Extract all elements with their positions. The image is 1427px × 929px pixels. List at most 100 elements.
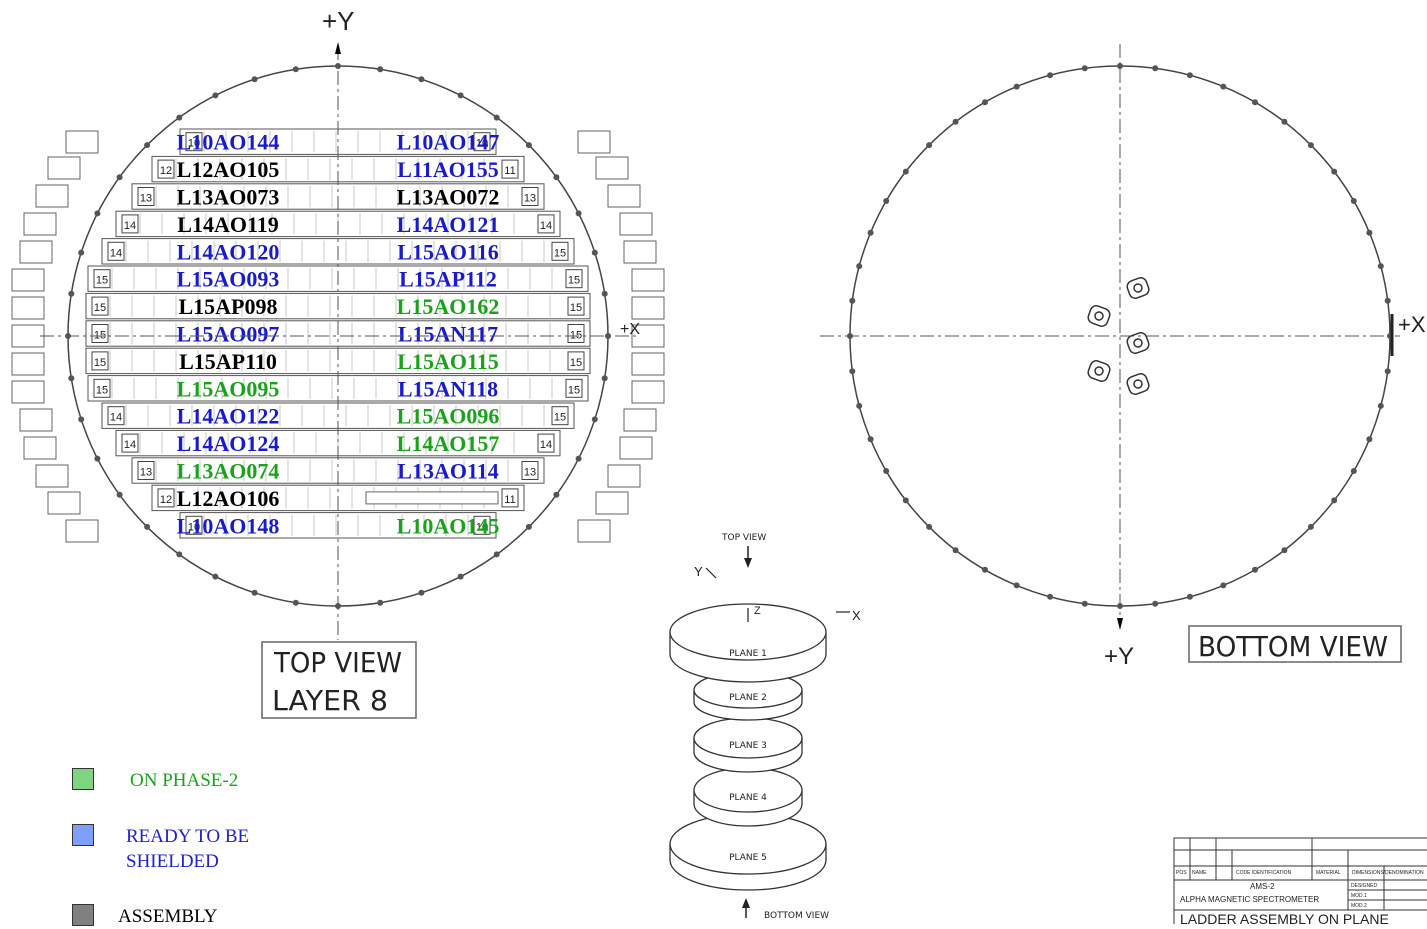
row-number-left: 15 <box>94 357 106 369</box>
bottom-view-bolt-hole <box>1384 368 1391 375</box>
bottom-view-bolt-hole <box>1220 582 1227 589</box>
row-number-right: 15 <box>570 357 582 369</box>
row-number-right: 15 <box>568 384 580 396</box>
row-number-right: 15 <box>554 412 566 424</box>
row-number-left: 14 <box>124 220 136 232</box>
plane-disc-top <box>693 767 803 813</box>
bottom-view-bolt-hole <box>1281 118 1288 125</box>
bottom-view-bolt-hole <box>883 468 890 474</box>
bottom-view-bolt-hole <box>1307 523 1314 530</box>
bottom-view-bolt-hole <box>982 566 988 573</box>
bottom-view-bolt-hole <box>1350 198 1357 204</box>
stack-bottom-view-label: BOTTOM VIEW <box>764 911 829 921</box>
sensor-stub-left <box>35 464 69 488</box>
sensor-stub-left <box>11 352 45 376</box>
row-number-box-right <box>567 324 585 343</box>
row-number-left: 12 <box>160 494 172 506</box>
top-view-bolt-hole <box>457 573 464 580</box>
ladder-label-right: L15AN118 <box>398 376 498 401</box>
legend-label-assembly: ASSEMBLY <box>118 906 218 927</box>
plane-label: PLANE 3 <box>729 741 767 751</box>
ladder-label-left: L10AO144 <box>177 130 280 155</box>
bottom-view-y-label: +Y <box>1104 643 1134 670</box>
top-view-bolt-hole <box>176 551 183 558</box>
legend-label-phase2: ON PHASE-2 <box>130 770 239 791</box>
bottom-view-bolt-hole <box>952 118 959 125</box>
sensor-stub-right <box>631 352 665 376</box>
bottom-view-bolt-hole <box>926 523 933 530</box>
stack-axis-y-line <box>705 567 717 579</box>
sensor-stub-left <box>11 324 45 348</box>
ladder-label-right: L14AO121 <box>397 212 500 237</box>
top-view-bolt-hole <box>575 210 582 217</box>
sensor-stub-left <box>47 156 81 180</box>
row-number-box-right <box>567 296 585 316</box>
top-view-bolt-hole <box>553 174 560 181</box>
row-number-right: 10 <box>476 138 488 150</box>
stack-top-view-label: TOP VIEW <box>721 533 766 543</box>
bottom-view-bolt-hole <box>1252 99 1258 106</box>
plane-disc: PLANE 1 <box>669 603 827 683</box>
ladder-label-right: L14AO157 <box>397 431 500 456</box>
row-number-right: 14 <box>540 220 552 232</box>
row-number-right: 15 <box>568 275 580 287</box>
bottom-view-bolt-hole <box>867 229 874 236</box>
bottom-view-bolt-hole <box>1281 547 1288 554</box>
legend-swatch-phase2 <box>72 768 94 790</box>
tb-pos: POS <box>1176 870 1187 876</box>
drawing-title-block <box>1173 837 1427 929</box>
row-number-box-right <box>567 351 585 371</box>
top-view-bolt-hole <box>94 455 101 462</box>
bottom-view-bolt-hole <box>952 547 959 554</box>
row-number-right: 15 <box>570 302 582 314</box>
ladder-label-right: L15AN117 <box>398 322 498 347</box>
row-number-box-right <box>565 269 583 289</box>
top-view-bolt-hole <box>292 599 299 606</box>
top-view-bolt-hole <box>493 114 500 121</box>
sensor-stub-right <box>595 156 629 180</box>
ladder-label-left: L15AO095 <box>177 376 280 401</box>
top-view-bolt-hole <box>591 416 598 423</box>
row-number-left: 15 <box>94 302 106 314</box>
sensor-stub-right <box>619 436 653 460</box>
bottom-view-bolt-hole <box>1252 566 1258 573</box>
top-view-bolt-hole <box>418 76 425 83</box>
row-number-left: 10 <box>188 521 200 533</box>
row-number-box-right <box>501 488 519 508</box>
ladder-empty-slot <box>365 491 499 505</box>
bottom-view-bolt-hole <box>1384 297 1391 304</box>
tb-code: CODE IDENTIFICATION <box>1236 870 1292 876</box>
bottom-view-y-arrow <box>1117 618 1123 630</box>
row-number-right: 13 <box>524 467 536 479</box>
top-view-caption-box <box>261 641 417 719</box>
ladder-label-left: L15AP098 <box>179 294 278 319</box>
top-view-bolt-hole <box>525 523 532 530</box>
row-number-box-left <box>121 214 139 234</box>
ladder-label-left: L13AO073 <box>177 185 280 210</box>
sensor-stub-right <box>607 184 641 208</box>
plane-disc-top <box>669 603 827 661</box>
legend-item-phase2: ON PHASE-2 <box>72 768 290 793</box>
top-view-bolt-hole <box>493 551 500 558</box>
plane-label: PLANE 2 <box>729 693 767 703</box>
bottom-view-bolt-hole <box>1013 83 1020 90</box>
tb-name: NAME <box>1192 870 1207 876</box>
bottom-view-bolt-hole <box>1047 593 1054 600</box>
bottom-view-bolt-hole <box>1350 468 1357 474</box>
row-number-box-left <box>157 488 175 508</box>
bottom-view-bolt-hole <box>1307 142 1314 149</box>
row-number-box-left <box>91 296 109 316</box>
bottom-view-x-label: +X <box>1398 312 1426 337</box>
bottom-view-bolt-hole <box>867 436 874 443</box>
tb-project: AMS-2 <box>1250 882 1275 891</box>
plane-label: PLANE 1 <box>729 649 767 659</box>
row-number-right: 10 <box>476 521 488 533</box>
bottom-view-bolt-hole <box>1377 263 1384 270</box>
bottom-view-bolt-hole <box>849 368 856 375</box>
ladder-label-right: L15AO115 <box>397 349 498 374</box>
sensor-stub-left <box>11 268 45 292</box>
top-view-bolt-hole <box>212 92 219 99</box>
row-number-left: 14 <box>110 412 122 424</box>
